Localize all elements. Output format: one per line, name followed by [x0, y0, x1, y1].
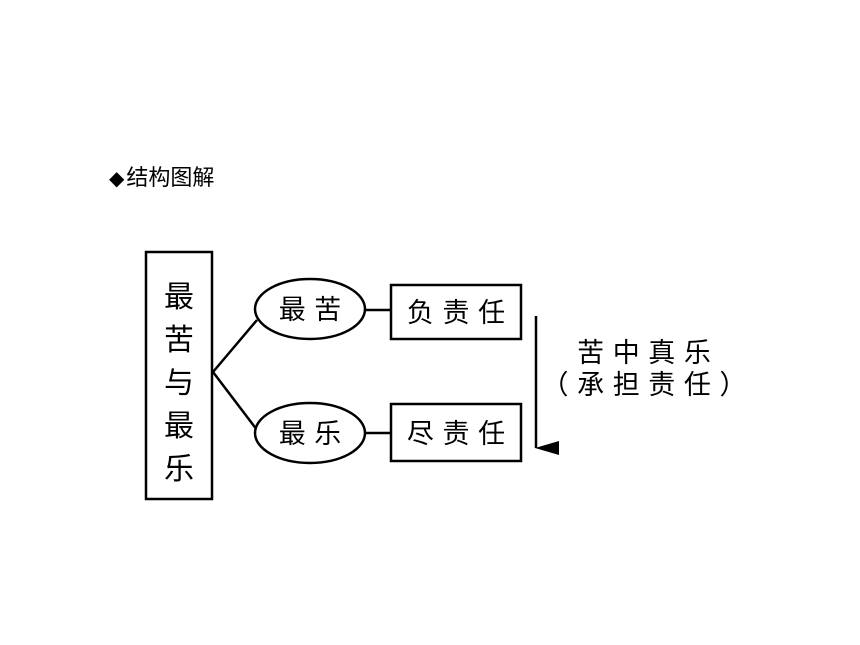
conclusion-line-2: （ 承 担 责 任 ）	[542, 370, 747, 401]
root-char-1: 最	[164, 280, 194, 315]
connector-root-bottom	[212, 371, 258, 431]
connector-root-top	[212, 319, 258, 373]
root-char-2: 苦	[164, 323, 194, 358]
node-label-hardest: 最 苦	[279, 295, 342, 326]
diagram-heading: ◆结构图解	[109, 160, 214, 192]
result-label-bear-responsibility: 负 责 任	[407, 298, 505, 329]
result-label-fulfil-responsibility: 尽 责 任	[407, 419, 505, 450]
result-box-bear-responsibility	[389, 283, 523, 341]
node-label-happiest: 最 乐	[279, 419, 342, 450]
result-box-fulfil-responsibility	[389, 402, 523, 463]
root-char-3: 与	[164, 366, 194, 401]
root-char-5: 乐	[164, 452, 194, 487]
root-char-4: 最	[164, 409, 194, 444]
diamond-bullet-icon: ◆	[109, 166, 125, 190]
conclusion-line-1: 苦 中 真 乐	[577, 338, 711, 369]
heading-text: 结构图解	[126, 166, 215, 191]
root-box	[144, 250, 214, 501]
